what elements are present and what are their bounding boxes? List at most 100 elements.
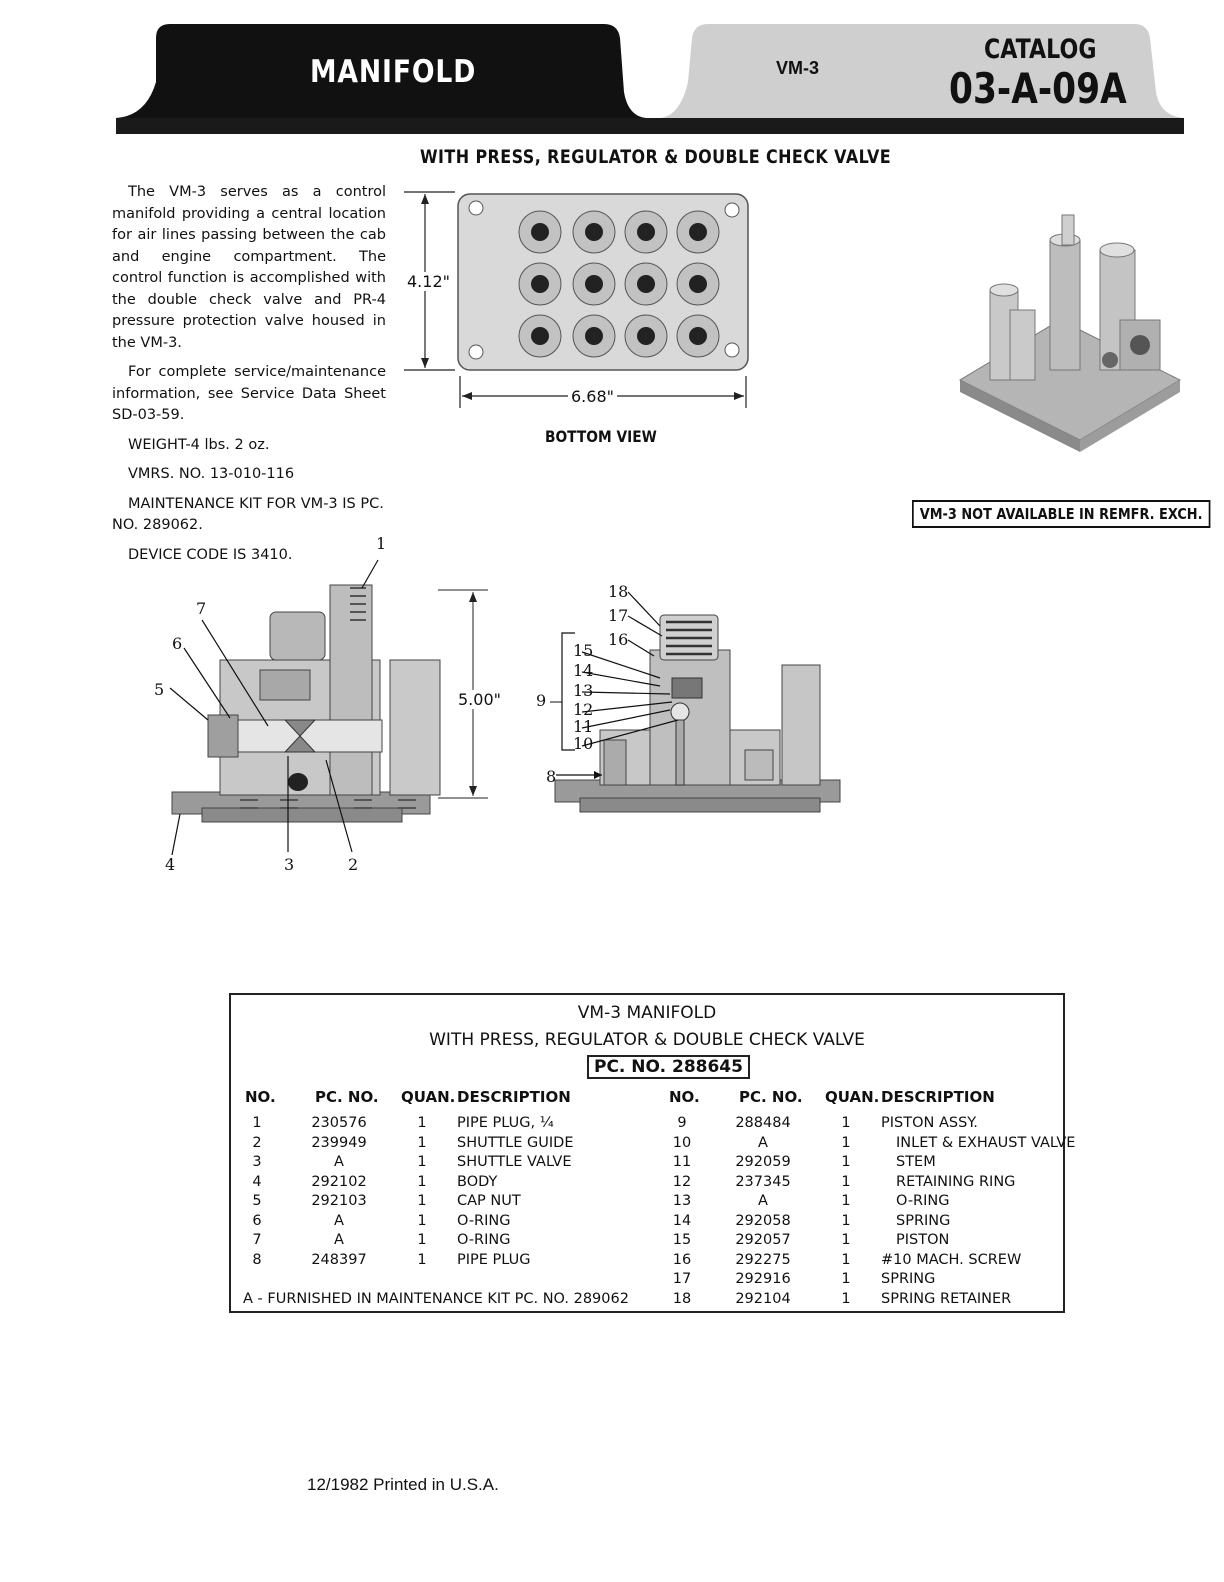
- part-no: 1: [252, 1115, 262, 1131]
- part-pc-no: 292059: [735, 1154, 791, 1170]
- part-pc-no: 230576: [311, 1115, 367, 1131]
- part-no: 2: [252, 1134, 262, 1151]
- part-no: 7: [252, 1232, 262, 1248]
- port-hole-1: [531, 223, 549, 241]
- part-qty: 1: [841, 1115, 851, 1131]
- part-no: 13: [672, 1193, 692, 1209]
- part-no: 12: [672, 1173, 692, 1190]
- section-height-dim: 5.00": [455, 690, 504, 709]
- col-header-pcno-2: PC. NO.: [739, 1088, 803, 1106]
- part-pc-no: A: [758, 1134, 768, 1151]
- callout-7: 7: [196, 599, 207, 618]
- bottom-view-figure: [404, 191, 749, 408]
- part-desc: #10 MACH. SCREW: [881, 1251, 1022, 1268]
- part-no: 14: [672, 1212, 692, 1229]
- part-qty: 1: [417, 1154, 427, 1170]
- part-qty: 1: [841, 1271, 851, 1287]
- part-pc-no: 292104: [735, 1290, 791, 1307]
- col-header-desc-2: DESCRIPTION: [881, 1088, 995, 1106]
- part-desc: INLET & EXHAUST VALVE: [896, 1134, 1076, 1151]
- part-pc-no: 237345: [735, 1173, 791, 1190]
- part-pc-no: A: [758, 1193, 768, 1209]
- bottom-view-width-dim: 6.68": [568, 387, 617, 406]
- part-desc: SPRING: [881, 1271, 936, 1287]
- part-no: 5: [252, 1193, 262, 1209]
- part-desc: SHUTTLE GUIDE: [457, 1134, 574, 1151]
- port-hole-7: [637, 275, 655, 293]
- part-pc-no: 292102: [311, 1173, 367, 1190]
- parts-table-pc-number: PC. NO. 288645: [587, 1055, 750, 1079]
- section-view-right: [550, 591, 841, 813]
- col-header-pcno: PC. NO.: [315, 1088, 379, 1106]
- part-desc: STEM: [896, 1154, 936, 1170]
- parts-table-subtitle: WITH PRESS, REGULATOR & DOUBLE CHECK VAL…: [429, 1030, 865, 1050]
- part-no: 18: [672, 1290, 692, 1307]
- port-hole-6: [585, 275, 603, 293]
- port-hole-4: [689, 223, 707, 241]
- part-qty: 1: [417, 1173, 427, 1190]
- weight-text: WEIGHT-4 lbs. 2 oz.: [128, 436, 270, 453]
- part-desc: O-RING: [457, 1212, 511, 1229]
- part-desc: SPRING: [896, 1212, 951, 1229]
- part-pc-no: A: [334, 1212, 344, 1229]
- part-desc: SHUTTLE VALVE: [457, 1154, 572, 1170]
- callout-2: 2: [348, 855, 359, 874]
- part-desc: CAP NUT: [457, 1193, 521, 1209]
- part-desc: PISTON ASSY.: [881, 1115, 978, 1131]
- part-no: 15: [672, 1232, 692, 1248]
- print-note: 12/1982 Printed in U.S.A.: [307, 1475, 499, 1494]
- part-qty: 1: [841, 1154, 851, 1170]
- port-hole-8: [689, 275, 707, 293]
- callout-16: 16: [608, 630, 629, 649]
- section-view-left: [169, 559, 488, 856]
- part-no: 10: [672, 1134, 692, 1151]
- part-desc: PISTON: [896, 1232, 950, 1248]
- part-desc: PIPE PLUG: [457, 1251, 531, 1268]
- part-qty: 1: [417, 1232, 427, 1248]
- header-left-tab: [116, 24, 646, 134]
- part-pc-no: A: [334, 1154, 344, 1170]
- port-hole-10: [585, 327, 603, 345]
- callout-4: 4: [165, 855, 176, 874]
- callout-10: 10: [573, 734, 594, 753]
- part-qty: 1: [841, 1232, 851, 1248]
- part-pc-no: 292103: [311, 1193, 367, 1209]
- part-pc-no: 292057: [735, 1232, 791, 1248]
- part-desc: BODY: [457, 1173, 498, 1190]
- col-header-no-2: NO.: [669, 1088, 700, 1106]
- part-qty: 1: [417, 1251, 427, 1268]
- part-qty: 1: [841, 1173, 851, 1190]
- model-number: VM-3: [776, 58, 820, 78]
- part-no: 6: [252, 1212, 262, 1229]
- intro-paragraph-1: The VM-3 serves as a control manifold pr…: [112, 184, 386, 351]
- part-pc-no: 292058: [735, 1212, 791, 1229]
- part-pc-no: A: [334, 1232, 344, 1248]
- callout-3: 3: [284, 855, 295, 874]
- callout-17: 17: [608, 606, 629, 625]
- callout-6: 6: [172, 634, 183, 653]
- col-header-no: NO.: [245, 1088, 276, 1106]
- callout-13: 13: [573, 681, 594, 700]
- port-hole-3: [637, 223, 655, 241]
- part-no: 11: [672, 1154, 692, 1170]
- callout-1: 1: [376, 534, 387, 553]
- port-hole-9: [531, 327, 549, 345]
- col-header-desc: DESCRIPTION: [457, 1088, 571, 1106]
- part-no: 4: [252, 1173, 262, 1190]
- part-qty: 1: [417, 1115, 427, 1131]
- product-photo: [958, 214, 1182, 452]
- bottom-view-label: BOTTOM VIEW: [545, 427, 657, 446]
- part-qty: 1: [841, 1251, 851, 1268]
- part-qty: 1: [841, 1290, 851, 1307]
- callout-15: 15: [573, 641, 594, 660]
- col-header-quan-2: QUAN.: [825, 1088, 880, 1106]
- port-hole-2: [585, 223, 603, 241]
- part-desc: RETAINING RING: [896, 1173, 1016, 1190]
- part-desc: PIPE PLUG, ¼: [457, 1115, 554, 1131]
- page-title: MANIFOLD: [310, 54, 477, 90]
- part-qty: 1: [841, 1134, 851, 1151]
- part-qty: 1: [417, 1134, 427, 1151]
- callout-5: 5: [154, 680, 165, 699]
- callout-9: 9: [536, 691, 547, 710]
- port-hole-12: [689, 327, 707, 345]
